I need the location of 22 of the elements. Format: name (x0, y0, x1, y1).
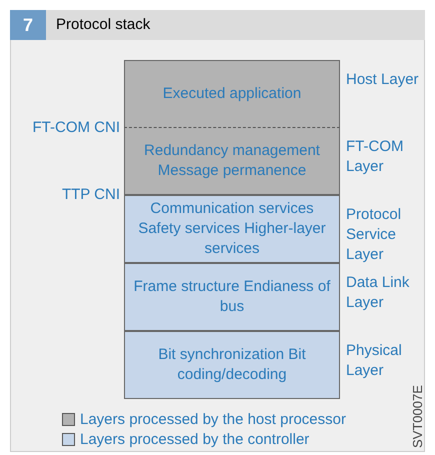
layer-box (124, 263, 340, 331)
interface-label: TTP CNI (60, 185, 120, 205)
figure-title: Protocol stack (56, 15, 150, 35)
layer-text: Redundancy management Message permanence (143, 141, 321, 181)
figure-number: 7 (10, 10, 46, 40)
layer-name: Data Link Layer (346, 273, 410, 313)
layer-box (124, 331, 340, 399)
layer-box (124, 127, 340, 195)
layer-name: Physical Layer (346, 341, 403, 381)
layer-text: Frame structure Endianess of bus (132, 277, 332, 317)
layer-text: Executed application (162, 84, 302, 104)
layer-name: Protocol Service Layer (346, 205, 402, 265)
layer-text: Communication services Safety services Higher-layer services (137, 199, 327, 259)
layer-box (124, 195, 340, 263)
legend-text: Layers processed by the controller (80, 430, 310, 450)
layer-text: Bit synchronization Bit coding/decoding (157, 345, 307, 385)
legend-text: Layers processed by the host processor (80, 410, 346, 430)
figure-code: SVT0007E (410, 384, 426, 448)
interface-label: FT-COM CNI (32, 118, 120, 138)
layer-box (124, 60, 340, 127)
layer-name: FT-COM Layer (346, 137, 404, 177)
layer-name: Host Layer (346, 70, 420, 90)
